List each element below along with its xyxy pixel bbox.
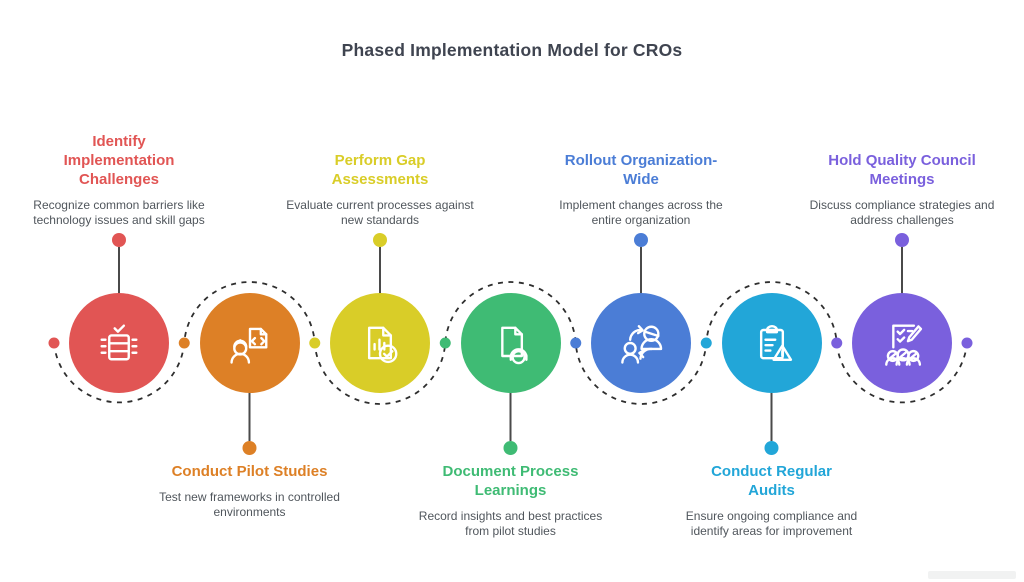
wave-dot <box>700 337 712 349</box>
wave-dot <box>570 337 582 349</box>
page-title: Phased Implementation Model for CROs <box>341 40 683 60</box>
connector-dot <box>764 441 779 455</box>
wave-dot <box>439 337 451 349</box>
wave-dot <box>48 337 60 349</box>
phase-text-7: Hold Quality Council Meetings Discuss co… <box>797 96 1007 228</box>
phase-description: Recognize common barriers like technolog… <box>33 198 205 227</box>
people-exchange-icon <box>621 325 663 364</box>
phase-title: Conduct Pilot Studies <box>171 463 328 480</box>
meeting-checklist-icon <box>885 324 923 366</box>
phase-text-5: Rollout Organization-Wide Implement chan… <box>536 96 746 228</box>
connector-dot <box>634 233 648 247</box>
phase-description: Record insights and best practices from … <box>418 509 603 538</box>
phase-text-4: Document Process Learnings Record insigh… <box>406 462 616 539</box>
connector-dot <box>895 233 909 247</box>
phase-circle-5 <box>591 293 691 393</box>
wave-dot <box>961 337 973 349</box>
phase-description: Implement changes across the entire orga… <box>559 198 723 227</box>
phase-text-1: Identify Implementation Challenges Recog… <box>14 96 224 228</box>
clipboard-alert-icon <box>759 325 792 361</box>
wave-dot <box>178 337 190 349</box>
phase-title: Hold Quality Council Meetings <box>828 152 976 188</box>
dashed-wave-path <box>53 281 968 405</box>
phase-text-2: Conduct Pilot Studies Test new framework… <box>145 462 355 520</box>
phase-description: Evaluate current processes against new s… <box>286 198 474 227</box>
document-support-icon <box>500 326 528 365</box>
connector-dot <box>242 441 257 455</box>
wave-dot <box>831 337 843 349</box>
phase-description: Test new frameworks in controlled enviro… <box>159 490 340 519</box>
phase-text-6: Conduct Regular Audits Ensure ongoing co… <box>667 462 877 539</box>
connector-dot <box>112 233 126 247</box>
engineer-code-document-icon <box>229 327 267 364</box>
phase-circle-6 <box>721 293 822 393</box>
phase-description: Discuss compliance strategies and addres… <box>809 198 995 227</box>
phase-circle-4 <box>460 293 561 393</box>
phase-title: Perform Gap Assessments <box>331 152 429 188</box>
phase-circle-2 <box>199 293 300 393</box>
phase-text-3: Perform Gap Assessments Evaluate current… <box>275 96 485 228</box>
server-check-icon <box>100 324 138 361</box>
phase-title: Rollout Organization-Wide <box>564 152 718 188</box>
connector-dot <box>503 441 518 455</box>
connector-dot <box>373 233 387 247</box>
phase-title: Conduct Regular Audits <box>711 463 832 499</box>
report-chart-check-icon <box>367 326 398 364</box>
phase-title: Document Process Learnings <box>442 463 579 499</box>
watermark <box>928 571 1016 579</box>
phase-circle-7 <box>852 293 952 393</box>
phase-circle-1 <box>69 293 169 393</box>
phase-circle-3 <box>330 293 430 393</box>
phase-description: Ensure ongoing compliance and identify a… <box>685 509 858 538</box>
phase-title: Identify Implementation Challenges <box>63 133 175 188</box>
wave-dot <box>309 337 321 349</box>
